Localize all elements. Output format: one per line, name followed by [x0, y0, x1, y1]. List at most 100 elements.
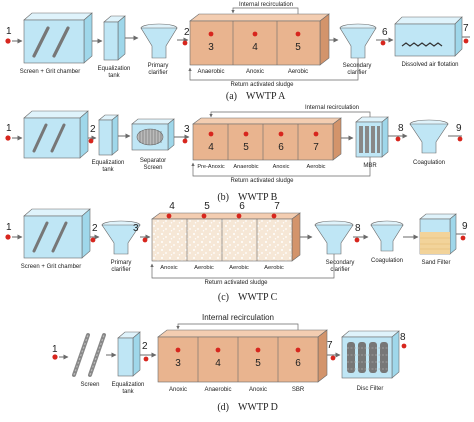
zone-label: Anaerobic — [204, 387, 231, 393]
coagulation-tank — [409, 119, 449, 154]
disc-filter — [341, 330, 400, 379]
coagulation-label: Coagulation — [413, 160, 445, 166]
dissolved-air-flotation — [394, 16, 463, 57]
zone-label: Anaerobic — [197, 69, 224, 75]
sample-point-label: 7 — [327, 340, 333, 351]
caption-name: WWTP D — [238, 402, 278, 413]
zone-label: Aerobic — [307, 164, 326, 170]
caption-letter: (c) — [218, 292, 229, 303]
primary-clarifier — [101, 220, 141, 255]
zone-label: Aerobic — [229, 265, 249, 271]
sample-point-label: 4 — [252, 42, 258, 53]
mbr-unit — [355, 116, 389, 158]
sample-point-dot — [182, 40, 188, 46]
screen-label: Screen — [80, 382, 99, 388]
sample-point-dot — [380, 40, 386, 46]
zone-label: Aerobic — [288, 69, 308, 75]
clarifier-label-2: clarifier — [148, 70, 167, 76]
caption-letter: (a) — [226, 91, 237, 102]
sample-point-label: 4 — [169, 201, 175, 212]
secondary-clarifier — [339, 23, 377, 59]
sample-point-label: 5 — [295, 42, 301, 53]
screen-label: Screen + Grit chamber — [20, 69, 81, 75]
bioreactor — [189, 13, 330, 66]
sample-point-label: 5 — [243, 142, 249, 153]
sample-point-label: 8 — [398, 123, 404, 134]
zone-label: Pre-Anoxic — [197, 164, 225, 170]
bioreactor — [192, 117, 342, 161]
ras-label: Return activated sludge — [230, 178, 294, 184]
bioreactor — [157, 329, 328, 383]
zone-label: Aerobic — [264, 265, 284, 271]
zone-label: Anoxic — [160, 265, 178, 271]
zone-label: SBR — [292, 387, 305, 393]
sample-point-dot — [5, 38, 11, 44]
sec-clarifier-label-2: clarifier — [330, 267, 349, 273]
equalization-tank — [98, 114, 119, 156]
bioreactor — [151, 212, 301, 262]
equalization-tank — [103, 15, 126, 61]
panel-d: 1 Screen Equalization tank 2 — [52, 313, 407, 413]
sample-point-label: 1 — [6, 123, 12, 134]
sample-point-label: 9 — [462, 221, 468, 232]
disc-filter-label: Disc Filter — [357, 386, 384, 392]
coagulation-tank — [370, 220, 404, 252]
sample-point-label: 2 — [92, 223, 98, 234]
caption-letter: (d) — [217, 402, 229, 413]
sample-point-label: 7 — [463, 23, 469, 34]
zone-label: Anaerobic — [233, 164, 258, 170]
sample-point-label: 6 — [382, 27, 388, 38]
sand-filter-label: Sand Filter — [421, 260, 450, 266]
sample-point-label: 3 — [133, 223, 139, 234]
sample-point-label: 6 — [278, 142, 284, 153]
panel-a: 1 Screen + Grit chamber Equalization tan… — [5, 2, 470, 102]
sample-point-label: 7 — [313, 142, 319, 153]
sample-point-label: 2 — [90, 124, 96, 135]
zone-label: Aerobic — [194, 265, 214, 271]
screen-grit-chamber — [23, 12, 93, 64]
secondary-clarifier — [314, 220, 354, 255]
eq-label-2: tank — [122, 389, 134, 395]
sample-point-label: 5 — [204, 201, 210, 212]
zone-label: Anoxic — [249, 387, 267, 393]
zone-label: Anoxic — [273, 164, 290, 170]
panel-c: 1 Screen + Grit chamber 2 Primary clarif… — [5, 201, 468, 303]
sample-point-label: 6 — [239, 201, 245, 212]
sample-point-label: 1 — [52, 344, 58, 355]
sample-point-label: 2 — [184, 27, 190, 38]
eq-label-2: tank — [108, 73, 120, 79]
sample-point-label: 5 — [255, 358, 261, 369]
sample-point-label: 1 — [6, 222, 12, 233]
sample-point-label: 8 — [355, 223, 361, 234]
ras-label: Return activated sludge — [204, 280, 268, 286]
caption-letter: (b) — [217, 192, 229, 203]
separator-screen — [131, 118, 175, 151]
recirculation-label: Internal recirculation — [202, 313, 274, 322]
sec-clarifier-label-1: Secondary — [326, 260, 355, 266]
sample-point-label: 3 — [184, 124, 190, 135]
sample-point-label: 9 — [456, 123, 462, 134]
separator-label-1: Separator — [140, 158, 166, 164]
equalization-tank — [117, 331, 141, 377]
primary-clarifier — [140, 23, 178, 59]
zone-label: Anoxic — [169, 387, 187, 393]
sec-clarifier-label-2: clarifier — [347, 70, 366, 76]
screen-grit-chamber — [23, 208, 91, 259]
ras-label: Return activated sludge — [230, 82, 294, 88]
eq-label-1: Equalization — [92, 160, 125, 166]
eq-label-1: Equalization — [98, 66, 131, 72]
eq-label-1: Equalization — [112, 382, 145, 388]
eq-label-2: tank — [102, 167, 114, 173]
panel-b: 1 2 Equalization tank Separator Scre — [5, 105, 463, 203]
recirculation-label: Internal recirculation — [305, 105, 359, 111]
sand-filter — [419, 213, 457, 255]
caption-name: WWTP A — [246, 91, 286, 102]
clarifier-label-1: Primary — [148, 63, 169, 69]
sample-point-label: 6 — [295, 358, 301, 369]
screen-unit — [72, 333, 106, 377]
sample-point-label: 3 — [208, 42, 214, 53]
caption-name: WWTP C — [238, 292, 278, 303]
recirculation-label: Internal recirculation — [239, 2, 293, 8]
zone-label: Anoxic — [246, 69, 264, 75]
